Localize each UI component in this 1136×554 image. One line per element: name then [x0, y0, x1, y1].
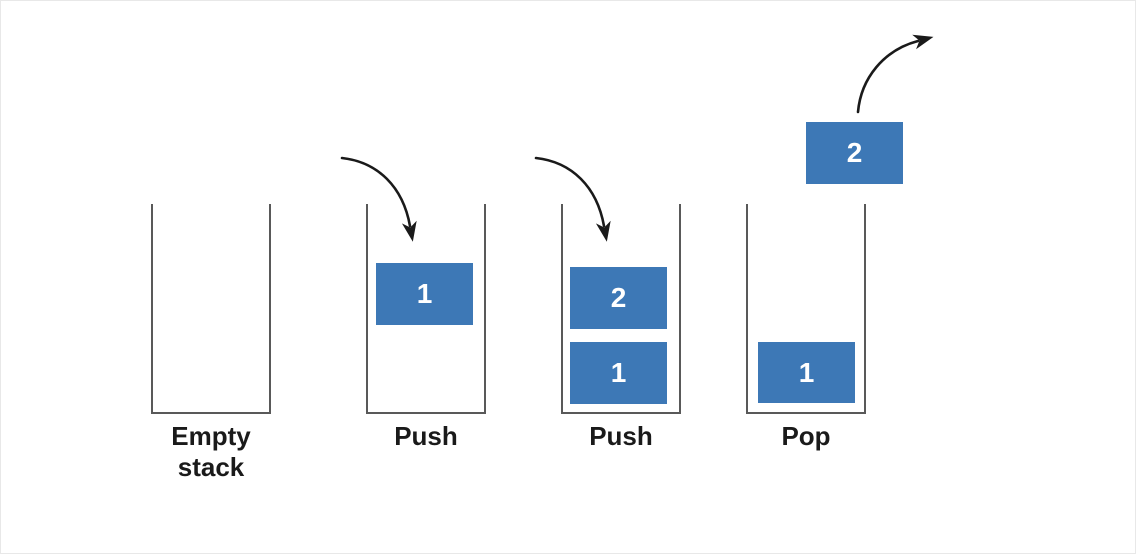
pop-stack-container: [746, 204, 866, 414]
stage-label-pop: Pop: [781, 421, 831, 451]
stage-label-line: Empty: [171, 421, 251, 451]
stage-label-push-1: Push: [394, 421, 458, 451]
stack-element: 1: [376, 263, 473, 325]
stage-label-empty-stack: Empty stack: [151, 421, 271, 483]
stack-element: 2: [570, 267, 667, 329]
stage-label-line: stack: [177, 452, 245, 482]
stack-element: 1: [570, 342, 667, 404]
stack-element: 1: [758, 342, 855, 403]
push-2-stack-container: [561, 204, 681, 414]
push-1-stack-container: [366, 204, 486, 414]
popped-stack-element: 2: [806, 122, 903, 184]
stage-label-push-2: Push: [589, 421, 653, 451]
pop-arrow-icon: [856, 34, 934, 114]
empty-stack-container: [151, 204, 271, 414]
